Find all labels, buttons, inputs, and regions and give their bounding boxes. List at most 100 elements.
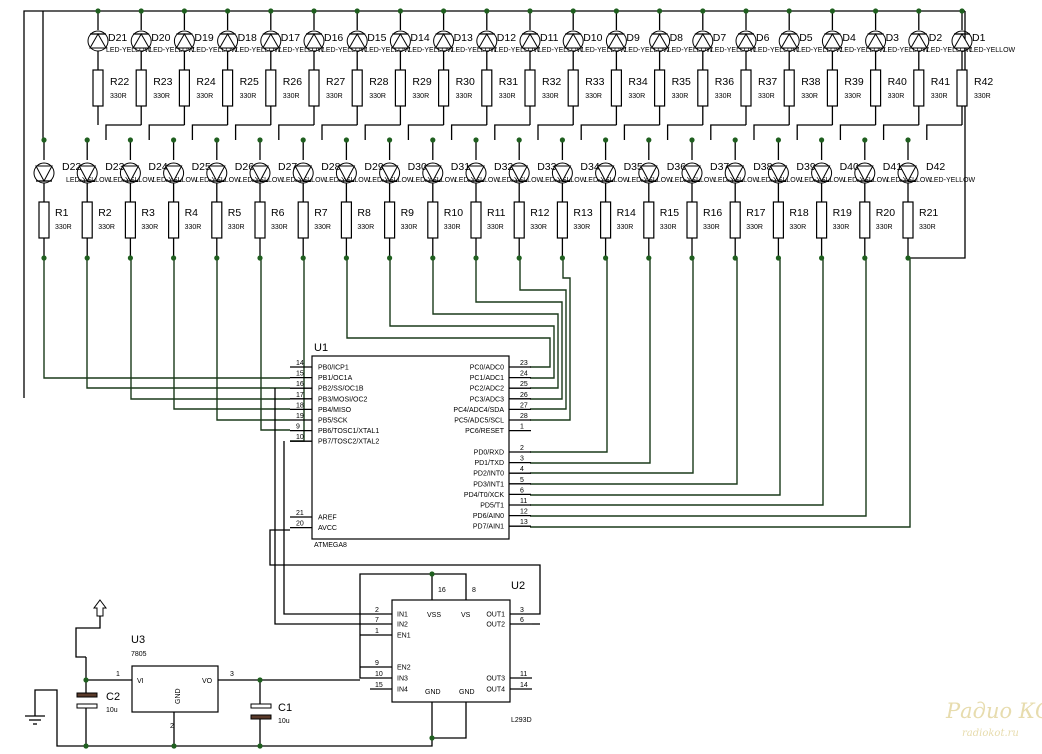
u1-microcontroller[interactable]: U1 ATMEGA8 14PB0/ICP115PB1/OC1A16PB2/SS/… [290,342,531,549]
resistor-value: 330R [110,93,127,100]
u1-pin-num: 26 [520,392,528,399]
resistor-value: 330R [314,224,331,231]
led-top-D2[interactable] [908,30,930,107]
led-top-D10[interactable] [562,30,584,107]
led-bottom-D23[interactable] [76,162,98,239]
u1-pin-num: 6 [520,487,524,494]
led-triangle-icon [909,32,928,49]
u2-pin-num: 9 [375,660,379,667]
resistor-value: 330R [617,224,634,231]
led-bottom-D38[interactable] [724,162,746,239]
u1-pin-num: 12 [520,509,528,516]
led-bottom-D33[interactable] [508,162,530,239]
led-bottom-D22[interactable] [33,162,55,239]
junction-dot [84,255,90,261]
led-ref: D32 [494,161,513,173]
led-ref: D11 [540,32,559,44]
resistor-value: 330R [919,224,936,231]
led-top-D1[interactable] [951,30,973,107]
u1-pin-num: 15 [296,371,304,378]
led-top-D20[interactable] [130,30,152,107]
u3-voltage-regulator[interactable]: U3 7805 VI VO GND 1 3 2 [116,634,234,730]
resistor-bottom-R3 [124,201,137,239]
capacitor-c2[interactable]: C2 10u [76,691,120,714]
led-top-D3[interactable] [865,30,887,107]
led-top-D7[interactable] [692,30,714,107]
led-bottom-D29[interactable] [335,162,357,239]
led-ref: D31 [451,161,470,173]
led-top-D19[interactable] [173,30,195,107]
led-triangle-icon [218,32,237,49]
led-top-D6[interactable] [735,30,757,107]
watermark-line2: radiokot.ru [962,728,1019,739]
wire [475,258,563,400]
led-bottom-D42[interactable] [897,162,919,239]
u1-pin-name: PD4/T0/XCK [464,492,504,499]
resistor-ref: R21 [919,207,938,219]
led-bottom-D41[interactable] [854,162,876,239]
led-top-D15[interactable] [346,30,368,107]
led-top-D12[interactable] [476,30,498,107]
resistor-value: 330R [228,224,245,231]
led-bottom-D39[interactable] [767,162,789,239]
led-top-D9[interactable] [605,30,627,107]
resistor-bottom-R6 [254,201,266,239]
junction-dot [397,8,403,14]
led-triangle-icon [175,32,194,49]
led-bottom-D27[interactable] [249,162,271,239]
led-top-D18[interactable] [217,30,239,107]
led-bottom-D28[interactable] [292,162,314,239]
resistor-value: 330R [703,224,720,231]
u2-pin-name: IN2 [397,622,408,629]
capacitor-c1[interactable]: C1 10u [250,702,292,725]
wire [530,258,694,474]
led-type: LED-YELLOW [840,47,886,54]
led-type: LED-YELLOW [236,47,282,54]
resistor-value: 330R [444,224,461,231]
led-top-D5[interactable] [778,30,800,107]
led-top-D17[interactable] [260,30,282,107]
led-ref: D30 [408,161,427,173]
u1-pin-name: AVCC [318,525,337,532]
u2-motor-driver[interactable]: U2 L293D 2IN17IN21EN19EN210IN315IN43OUT1… [370,578,532,724]
led-bottom-D34[interactable] [551,162,573,239]
led-top-D13[interactable] [433,30,455,107]
led-bottom-D40[interactable] [811,162,833,239]
led-top-D4[interactable] [821,30,843,107]
led-ref: D38 [753,161,772,173]
led-triangle-icon [121,165,140,183]
led-circle [724,162,746,184]
u2-pin-num: 11 [520,671,527,678]
wire [86,258,290,389]
wire [753,124,790,140]
led-top-D14[interactable] [389,30,411,107]
led-top-D11[interactable] [519,30,541,107]
led-bottom-D32[interactable] [465,162,487,239]
led-triangle-icon [650,32,669,49]
wire [269,529,541,615]
led-triangle-icon [726,165,745,183]
led-bottom-D36[interactable] [638,162,660,239]
u1-pin-name: PD3/INT1 [473,481,504,488]
junction-dot [786,8,792,14]
led-bottom-D26[interactable] [206,162,228,239]
led-ref: D29 [364,161,383,173]
led-top-D16[interactable] [303,30,325,107]
resistor-value: 330R [789,224,806,231]
u1-pins: 14PB0/ICP115PB1/OC1A16PB2/SS/OC1B17PB3/M… [290,360,531,532]
led-top-D21[interactable] [87,30,109,107]
led-bottom-D30[interactable] [379,162,401,239]
led-bottom-D24[interactable] [119,162,141,239]
led-bottom-D25[interactable] [163,162,185,239]
wire [580,124,617,140]
led-triangle-icon [78,165,97,183]
led-bottom-D37[interactable] [681,162,703,239]
led-triangle-icon [596,165,615,183]
u3-part: 7805 [131,651,147,658]
led-top-D8[interactable] [649,30,671,107]
u2-pin-num: 16 [438,587,446,594]
led-bottom-D35[interactable] [595,162,617,239]
led-triangle-icon [35,165,53,183]
led-bottom-D31[interactable] [422,162,444,239]
junction-dot [559,137,566,143]
